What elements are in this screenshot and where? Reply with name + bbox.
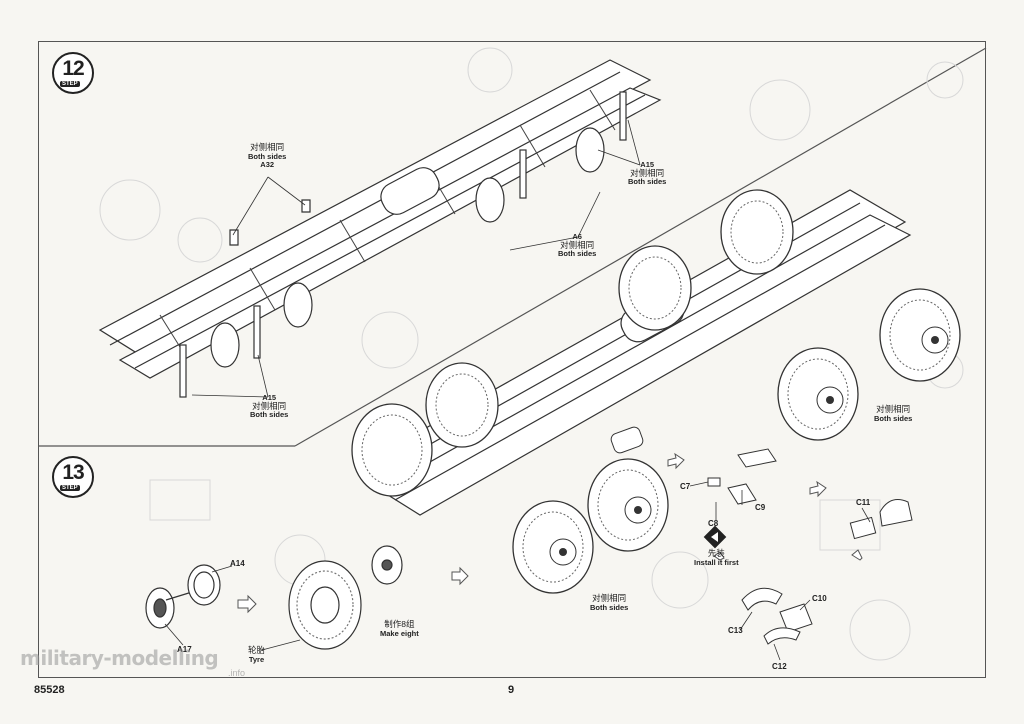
step-13-badge: 13 STEP — [52, 456, 94, 498]
wheel — [512, 500, 594, 594]
step-number: 13 — [62, 461, 84, 484]
step-divider — [38, 47, 987, 447]
callout-en: Both sides — [248, 151, 287, 161]
wheel — [425, 362, 499, 448]
part-c13: C13 — [728, 626, 743, 635]
part-a14: A14 — [230, 559, 245, 568]
callout-en: Tyre — [248, 654, 265, 664]
wheel — [351, 403, 433, 497]
step13-leader-lines — [164, 481, 871, 661]
callout-en: Both sides — [628, 177, 667, 186]
step12-chassis — [98, 59, 662, 398]
watermark: military-modelling — [20, 646, 219, 670]
callout-cn: 对侧相同 — [876, 404, 911, 414]
callout-en: Both sides — [558, 249, 597, 258]
callout-cn: 对侧相同 — [630, 167, 665, 178]
callout-en: Make eight — [380, 628, 419, 638]
callout-cn: 轮胎 — [248, 645, 266, 655]
product-code: 85528 — [34, 684, 65, 696]
part-c7: C7 — [680, 482, 691, 491]
a6-callout: A6 对侧相同 Both sides — [558, 232, 596, 258]
callout-cn: 对侧相同 — [592, 593, 627, 603]
tyre-callout: 轮胎 Tyre — [248, 646, 265, 663]
c-parts — [610, 426, 913, 645]
callout-cn: 对侧相同 — [560, 239, 595, 250]
a15-top-callout: A15 对侧相同 Both sides — [628, 160, 666, 186]
wheels-mid-callout: 对侧相同 Both sides — [590, 594, 628, 611]
part-c10: C10 — [812, 594, 827, 603]
page-number: 9 — [508, 684, 515, 696]
wheel — [587, 458, 669, 552]
part-a17: A17 — [177, 645, 192, 654]
callout-cn: 对侧相同 — [250, 142, 285, 152]
callout-en: Both sides — [874, 413, 913, 423]
wheels-right-callout: 对侧相同 Both sides — [874, 405, 912, 422]
tyre-assembly — [145, 545, 403, 650]
step12-leader-lines — [191, 119, 641, 398]
a32-callout: 对侧相同 Both sides A32 — [248, 143, 286, 169]
part-c12: C12 — [772, 662, 787, 671]
callout-cn: 制作8组 — [384, 619, 415, 629]
part-c11: C11 — [856, 498, 871, 507]
step-tag: STEP — [60, 81, 80, 87]
wheel — [720, 189, 794, 275]
part-label: A15 — [640, 160, 655, 169]
part-label: A15 — [262, 393, 277, 402]
part-label: A32 — [260, 160, 275, 169]
a15-bottom-callout: A15 对侧相同 Both sides — [250, 393, 288, 419]
callout-en: Both sides — [590, 602, 629, 612]
callout-en: Both sides — [250, 410, 289, 419]
callout-cn: 先装 — [707, 548, 725, 558]
install-first-callout: 先装 Install it first — [694, 549, 739, 566]
step-12-badge: 12 STEP — [52, 52, 94, 94]
part-c8: C8 — [708, 519, 719, 528]
step13-wheels — [351, 189, 961, 594]
step-tag: STEP — [60, 485, 80, 491]
wheel — [618, 245, 692, 331]
wheel — [879, 288, 961, 382]
make-eight-callout: 制作8组 Make eight — [380, 620, 419, 637]
wheel — [777, 347, 859, 441]
part-label: A6 — [572, 232, 582, 241]
install-first-icon — [703, 525, 727, 549]
callout-en: Install it first — [694, 557, 739, 567]
watermark-sub: .info — [228, 668, 246, 678]
part-c9: C9 — [755, 503, 766, 512]
step-number: 12 — [62, 57, 84, 80]
direction-arrows — [237, 452, 863, 614]
page-frame — [38, 41, 986, 678]
callout-cn: 对侧相同 — [252, 400, 287, 411]
